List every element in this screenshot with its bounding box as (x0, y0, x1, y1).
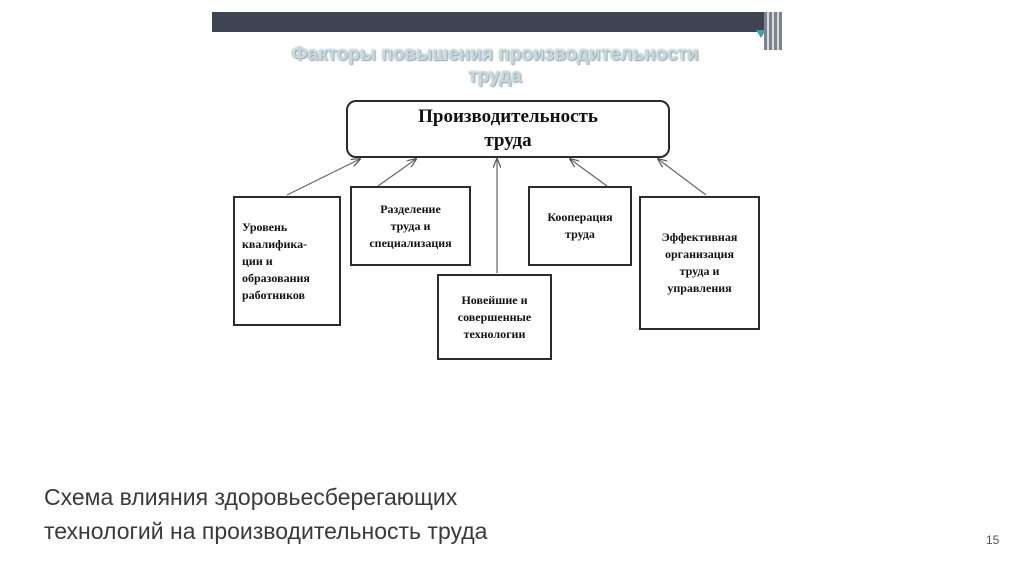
slide-caption: Схема влияния здоровьесберегающих технол… (44, 484, 488, 544)
header-dark-stripe (212, 12, 764, 32)
factor-label-technologies: Новейшие и совершенные технологии (457, 292, 532, 341)
header-accent-stripes (764, 12, 782, 50)
factor-box-technologies: Новейшие и совершенные технологии (437, 274, 552, 360)
factor-box-organization: Эффективная организация труда и управлен… (639, 196, 760, 330)
arrow-organization (658, 159, 707, 196)
factor-label-cooperation: Кооперация труда (547, 210, 613, 241)
productivity-label: Производительность труда (418, 106, 598, 151)
page-number: 15 (986, 533, 1000, 547)
factor-label-division: Разделение труда и специализация (369, 201, 452, 250)
accent-triangle (756, 30, 766, 38)
productivity-box: Производительность труда (346, 100, 670, 158)
arrow-cooperation (570, 159, 608, 187)
arrow-division (377, 159, 416, 187)
factor-label-organization: Эффективная организация труда и управлен… (661, 230, 738, 295)
factor-label-qualification: Уровень квалифика- ции и образования раб… (242, 219, 310, 302)
diagram-title: Факторы повышения производительности тру… (291, 44, 699, 87)
factor-box-cooperation: Кооперация труда (528, 186, 632, 266)
factor-box-qualification: Уровень квалифика- ции и образования раб… (233, 196, 341, 326)
factor-box-division: Разделение труда и специализация (350, 186, 471, 266)
slide-header-bar (212, 12, 782, 50)
